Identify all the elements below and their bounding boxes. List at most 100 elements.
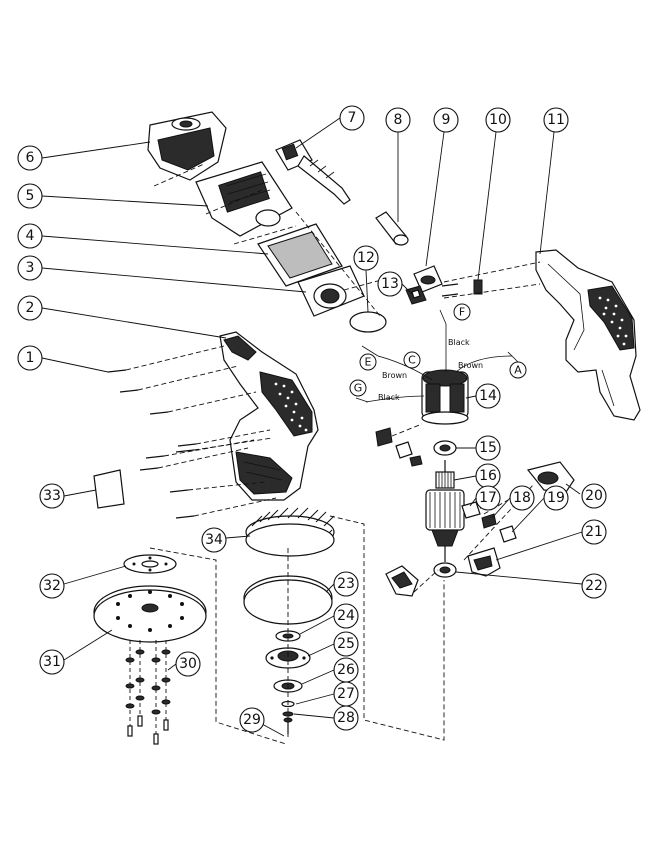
callout-11: 11 <box>543 107 569 133</box>
part-9-switch <box>413 265 443 293</box>
svg-text:18: 18 <box>513 490 531 506</box>
part-1-screws <box>107 369 197 519</box>
svg-text:14: 14 <box>479 388 497 404</box>
callout-25: 25 <box>333 631 359 657</box>
svg-text:17: 17 <box>479 490 497 506</box>
svg-text:11: 11 <box>547 112 565 128</box>
svg-text:4: 4 <box>26 228 35 244</box>
callout-33: 33 <box>39 483 65 509</box>
part-3-outlet-adapter <box>297 265 365 317</box>
svg-text:C: C <box>408 354 416 367</box>
svg-text:G: G <box>354 382 363 395</box>
terminal-e: E <box>359 353 377 371</box>
callout-15: 15 <box>475 435 501 461</box>
wire-label-black-lower: Black <box>378 393 400 402</box>
part-4-filter <box>257 223 343 287</box>
terminal-f: F <box>453 303 471 321</box>
wire-label-brown-right: Brown <box>458 361 483 370</box>
callout-26: 26 <box>333 657 359 683</box>
callout-1: 1 <box>17 345 43 371</box>
callout-34: 34 <box>201 527 227 553</box>
svg-text:32: 32 <box>43 578 61 594</box>
part-16-armature <box>425 460 465 562</box>
svg-text:12: 12 <box>357 250 375 266</box>
part-15-bearing <box>433 440 457 456</box>
callout-28: 28 <box>333 705 359 731</box>
callout-8: 8 <box>385 107 411 133</box>
callout-6: 6 <box>17 145 43 171</box>
svg-text:30: 30 <box>179 656 197 672</box>
callout-13: 13 <box>377 271 403 297</box>
svg-text:27: 27 <box>337 686 355 702</box>
callout-4: 4 <box>17 223 43 249</box>
svg-text:A: A <box>514 364 522 377</box>
part-22-bearing <box>433 562 457 578</box>
callout-5: 5 <box>17 183 43 209</box>
svg-text:22: 22 <box>585 578 603 594</box>
brush-cover-left <box>385 565 419 597</box>
part-8-tube <box>375 211 409 246</box>
callout-9: 9 <box>433 107 459 133</box>
part-13-switch-base <box>405 285 427 305</box>
callout-24: 24 <box>333 603 359 629</box>
part-31-sanding-pad <box>93 585 207 643</box>
svg-text:28: 28 <box>337 710 355 726</box>
svg-text:33: 33 <box>43 488 61 504</box>
callout-29: 29 <box>239 707 265 733</box>
assembly-lines <box>125 163 541 745</box>
svg-text:3: 3 <box>26 260 35 276</box>
svg-text:16: 16 <box>479 468 497 484</box>
callout-20: 20 <box>581 483 607 509</box>
callout-3: 3 <box>17 255 43 281</box>
svg-text:29: 29 <box>243 712 261 728</box>
svg-text:31: 31 <box>43 654 61 670</box>
svg-text:10: 10 <box>489 112 507 128</box>
callout-22: 22 <box>581 573 607 599</box>
part-7-power-cord <box>275 139 351 205</box>
svg-text:7: 7 <box>348 110 357 126</box>
callout-10: 10 <box>485 107 511 133</box>
svg-text:26: 26 <box>337 662 355 678</box>
svg-text:24: 24 <box>337 608 355 624</box>
callout-14: 14 <box>475 383 501 409</box>
brush-parts-left <box>375 427 423 467</box>
callout-31: 31 <box>39 649 65 675</box>
terminal-g: G <box>349 379 367 397</box>
svg-text:19: 19 <box>547 490 565 506</box>
callout-32: 32 <box>39 573 65 599</box>
callout-19: 19 <box>543 485 569 511</box>
svg-text:9: 9 <box>442 112 451 128</box>
callout-23: 23 <box>333 571 359 597</box>
svg-text:1: 1 <box>26 350 35 366</box>
callout-18: 18 <box>509 485 535 511</box>
svg-text:8: 8 <box>394 112 403 128</box>
leader-lines <box>41 117 583 737</box>
wire-label-black-upper: Black <box>448 338 470 347</box>
svg-text:6: 6 <box>26 150 35 166</box>
part-21-brush-cover <box>467 547 501 577</box>
callout-16: 16 <box>475 463 501 489</box>
part-20-brush-cover <box>526 461 575 493</box>
callout-7: 7 <box>339 105 365 131</box>
svg-text:F: F <box>459 306 465 319</box>
wire-label-brown-left: Brown <box>382 371 407 380</box>
part-25-flange <box>265 647 311 669</box>
callout-27: 27 <box>333 681 359 707</box>
wiring <box>355 309 519 403</box>
part-33-label <box>93 469 125 509</box>
callout-2: 2 <box>17 295 43 321</box>
part-6-dust-box <box>147 111 227 181</box>
svg-text:21: 21 <box>585 524 603 540</box>
svg-text:5: 5 <box>26 188 35 204</box>
part-14-stator <box>421 369 469 425</box>
part-12-o-ring <box>349 311 387 333</box>
callout-21: 21 <box>581 519 607 545</box>
part-30-pad-screws <box>125 640 171 745</box>
svg-text:2: 2 <box>26 300 35 316</box>
terminal-a: A <box>509 361 527 379</box>
svg-text:23: 23 <box>337 576 355 592</box>
terminal-c: C <box>403 351 421 369</box>
svg-text:25: 25 <box>337 636 355 652</box>
svg-text:13: 13 <box>381 276 399 292</box>
